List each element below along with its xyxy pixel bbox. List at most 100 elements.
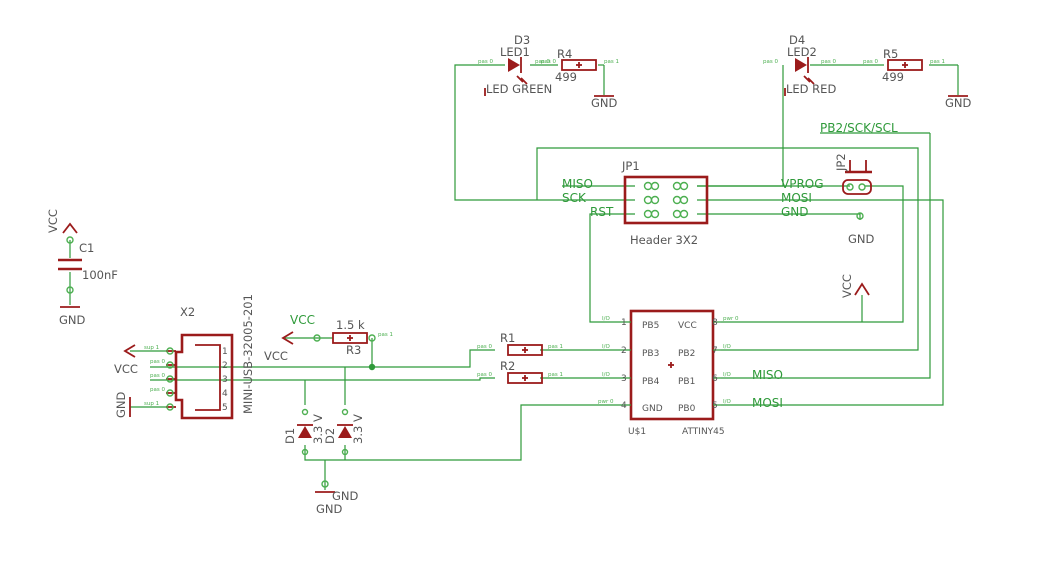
svg-text:pas 0: pas 0: [150, 387, 165, 393]
vcc-symbol-r3: VCC VCC: [264, 313, 321, 363]
r1-name: R1: [500, 331, 515, 345]
vcc-symbol-u1: VCC: [840, 274, 870, 298]
svg-text:GND: GND: [848, 232, 875, 246]
svg-text:GND: GND: [642, 404, 663, 414]
u1-name: U$1: [628, 427, 646, 437]
c1-name: C1: [79, 241, 94, 255]
svg-text:3: 3: [621, 374, 627, 384]
svg-text:pas 0: pas 0: [535, 59, 550, 65]
d4-name: D4: [789, 33, 805, 47]
r3-value: 1.5 k: [336, 318, 365, 332]
svg-text:GND: GND: [945, 96, 972, 110]
d3-desc: LED GREEN: [486, 82, 552, 96]
vcc-symbol-usb: VCC: [114, 344, 166, 376]
svg-text:7: 7: [712, 346, 718, 356]
svg-text:VCC: VCC: [678, 321, 697, 331]
zener-d1: D1 3.3 V: [283, 408, 325, 456]
resistor-r2: R2 pas 0 pas 1: [477, 359, 563, 384]
svg-text:pas 1: pas 1: [378, 332, 393, 338]
svg-text:pas 0: pas 0: [478, 59, 493, 65]
net-mosi: MOSI: [781, 191, 812, 205]
svg-text:pas 1: pas 1: [548, 344, 563, 350]
d1-value: 3.3 V: [311, 414, 325, 444]
resistor-r3: 1.5 k R3 pas 1: [332, 318, 393, 357]
svg-text:VCC: VCC: [840, 274, 854, 298]
net-vprog: VPROG: [781, 177, 824, 191]
svg-text:4: 4: [621, 401, 627, 411]
svg-text:I/O: I/O: [602, 372, 610, 378]
svg-text:I/O: I/O: [602, 316, 610, 322]
svg-text:1: 1: [621, 318, 627, 328]
svg-text:VCC: VCC: [114, 362, 138, 376]
svg-text:pwr 0: pwr 0: [723, 316, 739, 322]
r4-value: 499: [555, 70, 577, 84]
svg-text:PB4: PB4: [642, 377, 660, 387]
svg-text:VCC: VCC: [290, 313, 315, 327]
svg-text:sup 1: sup 1: [144, 401, 159, 407]
svg-text:sup 1: sup 1: [144, 345, 159, 351]
gnd-symbol-usb: GND: [114, 391, 166, 418]
svg-text:1: 1: [222, 347, 228, 357]
net-mosi-u1: MOSI: [752, 396, 783, 410]
svg-text:3: 3: [222, 375, 228, 385]
jumper-jp2: JP2 GND: [834, 153, 875, 246]
zener-d2: D2 3.3 V: [323, 408, 365, 456]
r2-name: R2: [500, 359, 515, 373]
svg-text:pas 1: pas 1: [548, 372, 563, 378]
net-miso-u1: MISO: [752, 368, 783, 382]
svg-text:GND: GND: [332, 489, 359, 503]
svg-text:VCC: VCC: [46, 209, 60, 233]
svg-text:I/O: I/O: [723, 344, 731, 350]
d3-name: D3: [514, 33, 530, 47]
led-d3: D3 LED1 LED GREEN pas 0 pas 0: [478, 33, 552, 96]
svg-text:pas 1: pas 1: [930, 59, 945, 65]
svg-text:GND: GND: [114, 391, 128, 418]
svg-text:6: 6: [712, 374, 718, 384]
header-jp1: JP1 Header 3X2: [621, 159, 709, 247]
resistor-r4: R4 499 pas 0 pas 1: [541, 47, 619, 84]
svg-text:GND: GND: [591, 96, 618, 110]
svg-text:2: 2: [222, 361, 228, 371]
jp1-value: Header 3X2: [630, 233, 698, 247]
svg-text:I/O: I/O: [723, 399, 731, 405]
d2-value: 3.3 V: [351, 414, 365, 444]
gnd-symbol-c1: GND: [59, 306, 86, 327]
svg-text:VCC: VCC: [264, 349, 288, 363]
svg-text:PB0: PB0: [678, 404, 696, 414]
svg-text:pas 0: pas 0: [541, 59, 556, 65]
svg-text:pas 0: pas 0: [477, 372, 492, 378]
capacitor-c1: C1 100nF: [58, 236, 118, 294]
svg-text:I/O: I/O: [723, 372, 731, 378]
junction-dot: [368, 363, 376, 371]
d1-name: D1: [283, 428, 297, 444]
c1-value: 100nF: [82, 268, 118, 282]
resistor-r1: R1 pas 0 pas 1: [477, 331, 563, 356]
net-miso: MISO: [562, 177, 593, 191]
svg-text:PB3: PB3: [642, 349, 659, 359]
usb-connector-x2: 1 2 3 4 5 X2 MINI-USB-32005-201 sup 1 pa…: [144, 294, 255, 420]
svg-text:pas 0: pas 0: [150, 373, 165, 379]
svg-text:4: 4: [222, 389, 228, 399]
gnd-symbol-r5: GND: [945, 95, 972, 110]
svg-text:pas 0: pas 0: [821, 59, 836, 65]
jp2-name: JP2: [834, 153, 848, 172]
net-sck: SCK: [562, 191, 587, 205]
svg-text:2: 2: [621, 346, 627, 356]
net-pb2: PB2/SCK/SCL: [820, 121, 898, 135]
svg-text:5: 5: [222, 403, 228, 413]
r3-name: R3: [346, 343, 361, 357]
net-rst: RST: [590, 205, 614, 219]
svg-text:8: 8: [712, 318, 718, 328]
svg-text:pas 0: pas 0: [477, 344, 492, 350]
svg-text:PB5: PB5: [642, 321, 659, 331]
r5-value: 499: [882, 70, 904, 84]
gnd-symbol-r4: GND: [591, 95, 618, 110]
u1-value: ATTINY45: [682, 427, 725, 437]
svg-text:pas 0: pas 0: [763, 59, 778, 65]
svg-text:pas 0: pas 0: [863, 59, 878, 65]
r5-name: R5: [883, 47, 898, 61]
x2-value: MINI-USB-32005-201: [241, 294, 255, 414]
net-gnd: GND: [781, 205, 809, 219]
ic-u1-attiny45: 1 PB5 2 PB3 3 PB4 4 GND 8 VCC 7 PB2 6 PB…: [598, 309, 739, 437]
